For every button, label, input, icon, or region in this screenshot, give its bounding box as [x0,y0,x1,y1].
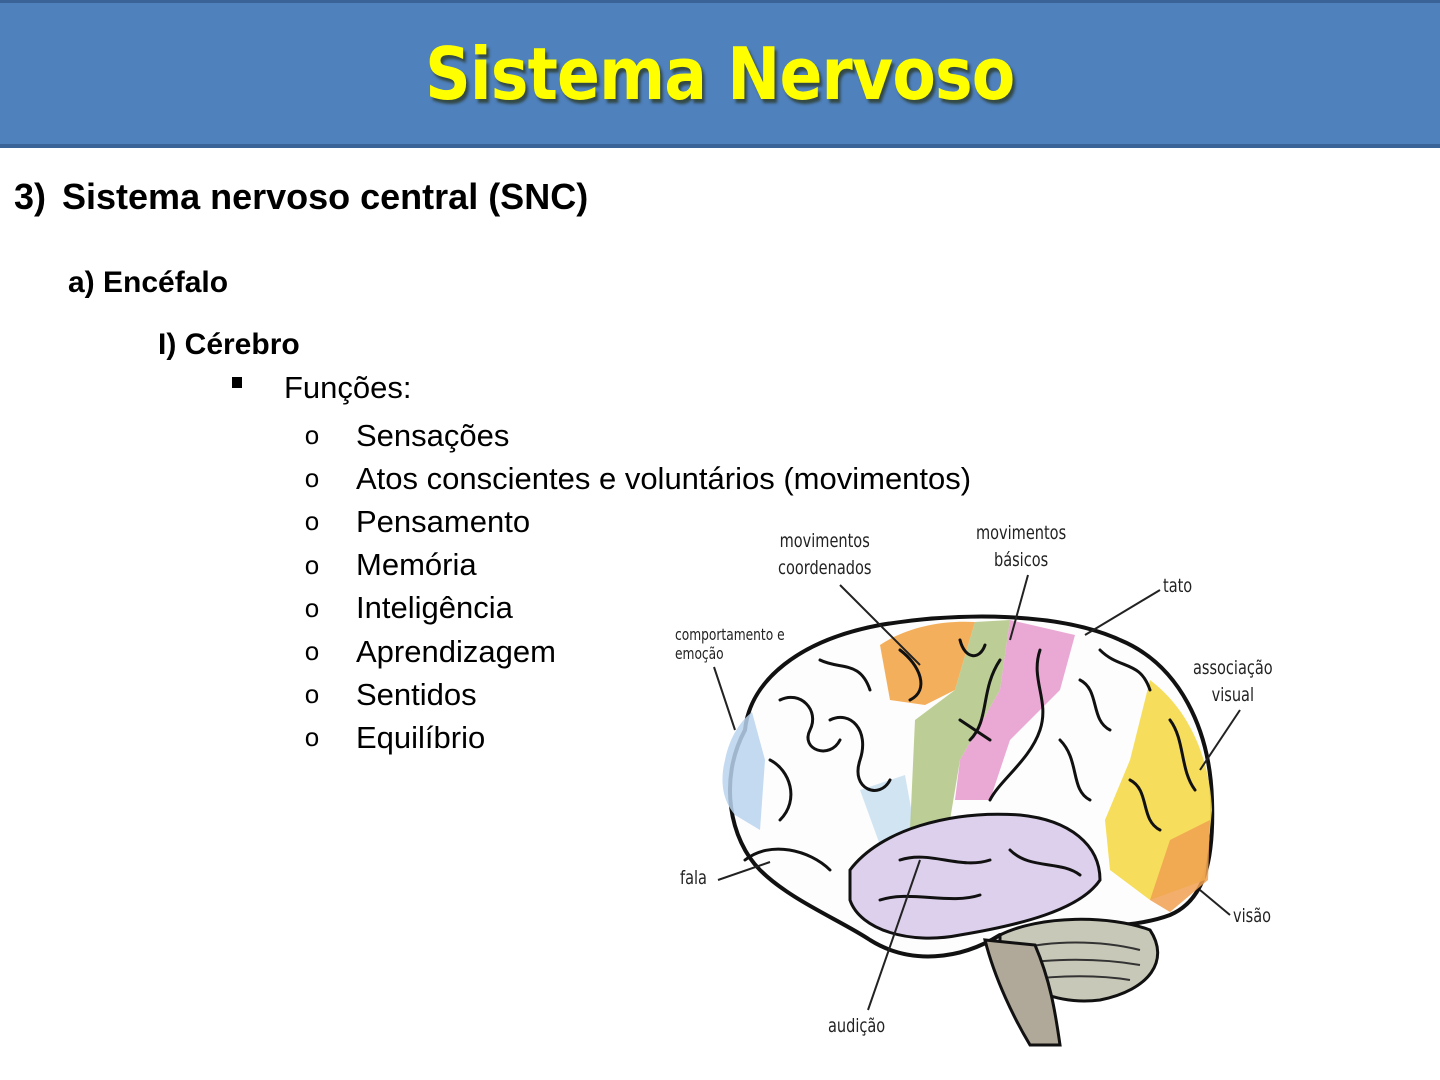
circle-bullet-icon: o [304,420,320,451]
function-text: Pensamento [356,503,531,539]
function-text: Atos conscientes e voluntários (moviment… [356,460,972,496]
section-heading: 3) Sistema nervoso central (SNC) [14,176,588,218]
circle-bullet-icon: o [304,463,320,494]
list-item: o Sensações [302,414,971,457]
label-line: emoção [675,644,724,663]
list-item: o Sentidos [302,673,971,716]
section-title: Sistema nervoso central (SNC) [62,176,589,217]
function-text: Equilíbrio [356,719,486,755]
label-movimentos-basicos: movimentos básicos [976,520,1066,574]
slide-title: Sistema Nervoso [425,31,1015,116]
list-item: o Equilíbrio [302,716,971,759]
list-item: o Aprendizagem [302,630,971,673]
function-text: Inteligência [356,590,513,626]
label-movimentos-coordenados: movimentos coordenados [778,528,871,582]
function-text: Sentidos [356,676,477,712]
label-comportamento-emocao: comportamento e emoção [675,625,785,663]
label-visao: visão [1233,905,1271,927]
section-number: 3) [14,176,47,217]
circle-bullet-icon: o [304,549,320,580]
label-associacao-visual: associação visual [1193,655,1273,709]
list-item: o Inteligência [302,587,971,630]
label-line: visual [1211,684,1255,706]
circle-bullet-icon: o [304,592,320,623]
circle-bullet-icon: o [304,636,320,667]
functions-bullet: Funções: [232,370,412,406]
function-text: Memória [356,547,477,583]
list-item: o Pensamento [302,500,971,543]
list-item: o Atos conscientes e voluntários (movimen… [302,457,971,500]
function-text: Sensações [356,417,510,453]
label-line: associação [1193,657,1273,679]
functions-label: Funções: [284,370,412,405]
brain-diagram: movimentos coordenados movimentos básico… [660,515,1320,1060]
brain-illustration-icon [713,574,1241,1047]
label-audicao: audição [828,1015,886,1037]
label-tato: tato [1163,575,1193,597]
label-line: comportamento e [675,625,785,644]
label-fala: fala [680,867,707,889]
circle-bullet-icon: o [304,679,320,710]
list-item: o Memória [302,544,971,587]
circle-bullet-icon: o [304,506,320,537]
label-line: movimentos [976,522,1067,544]
square-bullet-icon [232,376,242,388]
label-line: coordenados [778,557,872,579]
subsubsection-heading: I) Cérebro [158,328,300,361]
label-line: básicos [993,549,1049,571]
title-bar: Sistema Nervoso [0,0,1440,148]
function-text: Aprendizagem [356,633,556,669]
circle-bullet-icon: o [304,722,320,753]
subsection-heading: a) Encéfalo [68,266,229,299]
label-line: movimentos [779,530,870,552]
